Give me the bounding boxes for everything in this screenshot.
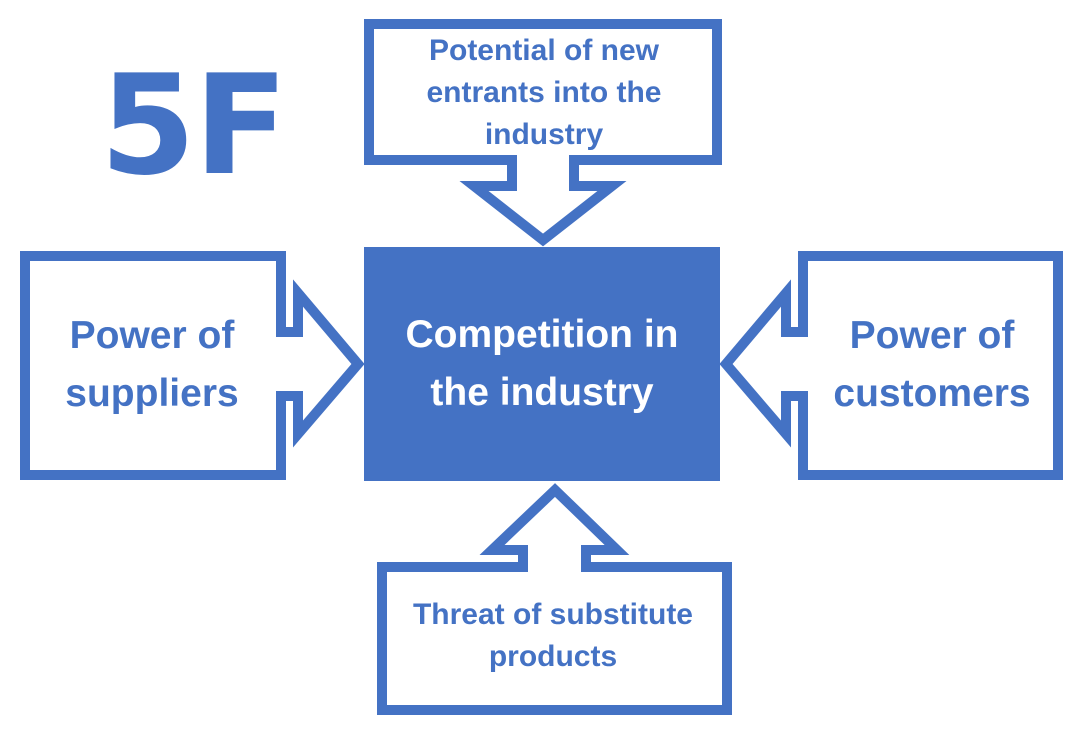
competition-label: Competition in the industry bbox=[370, 252, 714, 476]
suppliers-label-line-2: suppliers bbox=[65, 372, 239, 415]
suppliers-label: Power of suppliers bbox=[32, 262, 272, 468]
suppliers-label-line-1: Power of bbox=[69, 313, 235, 357]
substitutes-label-line-2: products bbox=[488, 640, 618, 673]
five-forces-title: 5F bbox=[99, 44, 288, 206]
substitutes-label-line-1: Threat of substitute bbox=[412, 598, 693, 631]
new-entrants-label: Potential of new entrants into the indus… bbox=[384, 28, 704, 158]
new-entrants-label-line-1: Potential of new bbox=[428, 34, 659, 67]
customers-label-line-2: customers bbox=[833, 372, 1031, 415]
new-entrants-label-line-3: industry bbox=[484, 118, 604, 151]
suppliers-callout-shape bbox=[20, 251, 365, 480]
substitutes-label: Threat of substitute products bbox=[390, 572, 716, 700]
customers-label: Power of customers bbox=[814, 262, 1050, 468]
new-entrants-callout-shape bbox=[364, 19, 722, 247]
substitutes-callout-shape bbox=[377, 483, 732, 715]
customers-callout-shape bbox=[719, 251, 1063, 480]
customers-label-line-1: Power of bbox=[849, 313, 1015, 357]
new-entrants-label-line-2: entrants into the bbox=[426, 76, 662, 109]
center-box bbox=[364, 247, 720, 481]
competition-label-line-1: Competition in bbox=[405, 312, 679, 356]
competition-label-line-2: the industry bbox=[430, 371, 654, 414]
